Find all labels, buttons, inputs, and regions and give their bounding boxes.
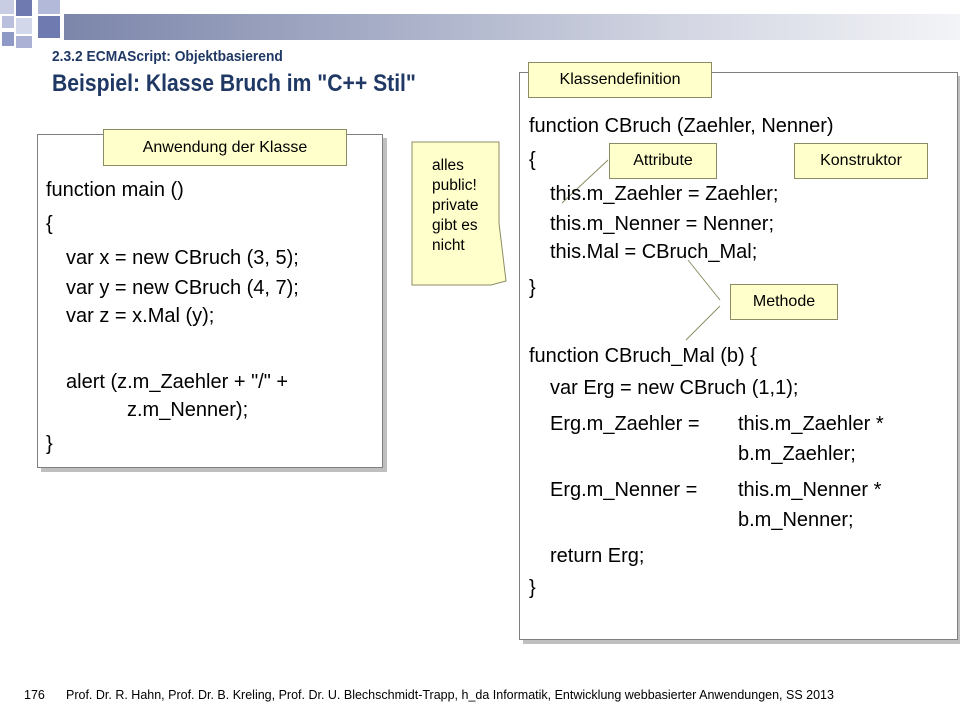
callout-line: nicht: [432, 237, 465, 254]
code-line: var z = x.Mal (y);: [66, 305, 215, 327]
code-line: {: [529, 149, 536, 171]
code-line: {: [46, 213, 53, 235]
tag-klassendefinition: Klassendefinition: [528, 62, 712, 98]
callout-bubble: [411, 141, 507, 286]
code-line: Erg.m_Nenner =: [550, 479, 698, 501]
decor-square: [0, 0, 14, 14]
page-title: Beispiel: Klasse Bruch im "C++ Stil": [52, 70, 416, 97]
decor-square: [2, 32, 14, 46]
callout-line: private: [432, 197, 479, 214]
callout-line: public!: [432, 177, 477, 194]
code-line: }: [46, 433, 53, 455]
header-gradient-bar: [64, 14, 960, 40]
code-line: b.m_Zaehler;: [738, 443, 856, 465]
decor-square: [38, 0, 60, 14]
section-subtitle: 2.3.2 ECMAScript: Objektbasierend: [52, 48, 283, 65]
code-line: }: [529, 277, 536, 299]
code-line: b.m_Nenner;: [738, 509, 854, 531]
code-line: function CBruch_Mal (b) {: [529, 345, 757, 367]
code-line: this.Mal = CBruch_Mal;: [550, 241, 758, 263]
tag-anwendung-der-klasse: Anwendung der Klasse: [103, 129, 347, 166]
decor-square: [2, 16, 14, 28]
callout-text: alles public! private gibt es nicht: [432, 156, 479, 256]
code-line: }: [529, 577, 536, 599]
code-line: this.m_Nenner = Nenner;: [550, 213, 775, 235]
left-code-panel: [37, 134, 383, 468]
code-line: this.m_Nenner *: [738, 479, 882, 501]
code-line: return Erg;: [550, 545, 645, 567]
page-number: 176: [24, 688, 45, 702]
code-line: alert (z.m_Zaehler + "/" +: [66, 371, 289, 393]
decor-square: [16, 0, 32, 16]
tag-konstruktor: Konstruktor: [794, 143, 928, 179]
code-line: var Erg = new CBruch (1,1);: [550, 377, 799, 399]
code-line: function CBruch (Zaehler, Nenner): [529, 115, 834, 137]
code-line: function main (): [46, 179, 184, 201]
code-line: this.m_Zaehler = Zaehler;: [550, 183, 779, 205]
decor-square: [16, 36, 32, 48]
decor-square: [38, 16, 60, 38]
decor-square: [16, 18, 32, 34]
tag-attribute: Attribute: [609, 143, 717, 179]
tag-methode: Methode: [730, 284, 838, 320]
code-line: z.m_Nenner);: [127, 399, 249, 421]
code-line: Erg.m_Zaehler =: [550, 413, 700, 435]
callout-line: alles: [432, 157, 464, 174]
code-line: var x = new CBruch (3, 5);: [66, 247, 299, 269]
code-line: var y = new CBruch (4, 7);: [66, 277, 299, 299]
footer-credits: Prof. Dr. R. Hahn, Prof. Dr. B. Kreling,…: [66, 688, 834, 702]
code-line: this.m_Zaehler *: [738, 413, 884, 435]
callout-line: gibt es: [432, 217, 478, 234]
